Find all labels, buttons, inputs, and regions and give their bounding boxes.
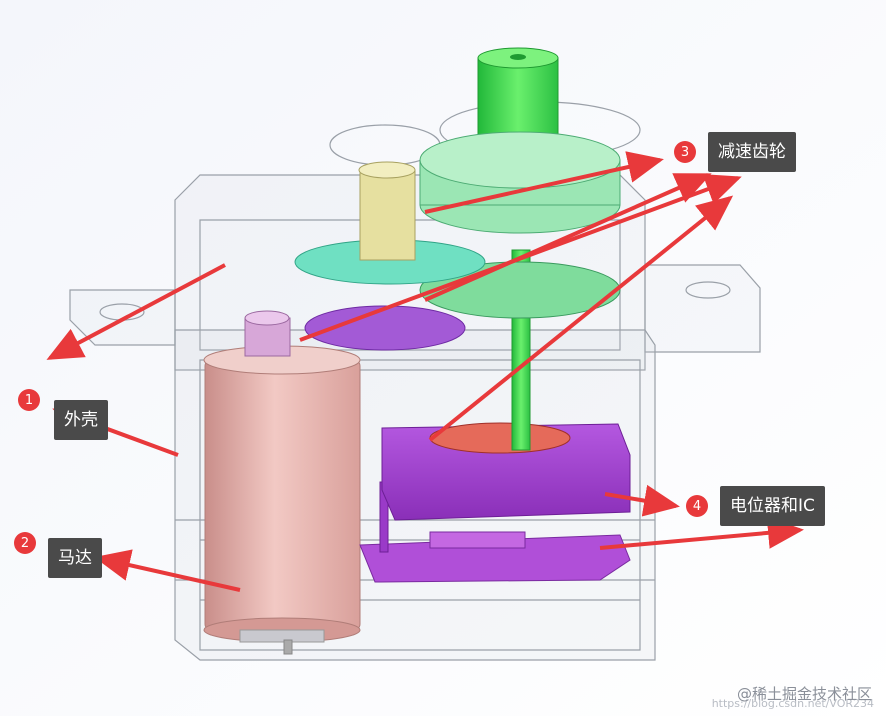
callout-label: 外壳 <box>54 400 108 440</box>
callout-housing: 1 外壳 <box>18 360 108 440</box>
potentiometer-ic <box>359 422 631 583</box>
callout-label: 电位器和IC <box>720 486 825 526</box>
watermark-url: https://blog.csdn.net/VOR234 <box>711 697 874 710</box>
callout-number: 4 <box>686 495 708 517</box>
watermark: @稀土掘金技术社区 <box>736 685 872 703</box>
motor <box>203 345 361 655</box>
callout-potentiometer: 4 电位器和IC <box>686 486 825 526</box>
callout-label: 减速齿轮 <box>708 132 796 172</box>
callout-number: 2 <box>14 532 36 554</box>
callout-number: 1 <box>18 389 40 411</box>
callout-number: 3 <box>674 141 696 163</box>
callout-arrows <box>46 151 804 592</box>
callout-motor: 2 马达 <box>14 508 102 578</box>
callout-gears: 3 减速齿轮 <box>674 132 796 172</box>
callout-label: 马达 <box>48 538 102 578</box>
